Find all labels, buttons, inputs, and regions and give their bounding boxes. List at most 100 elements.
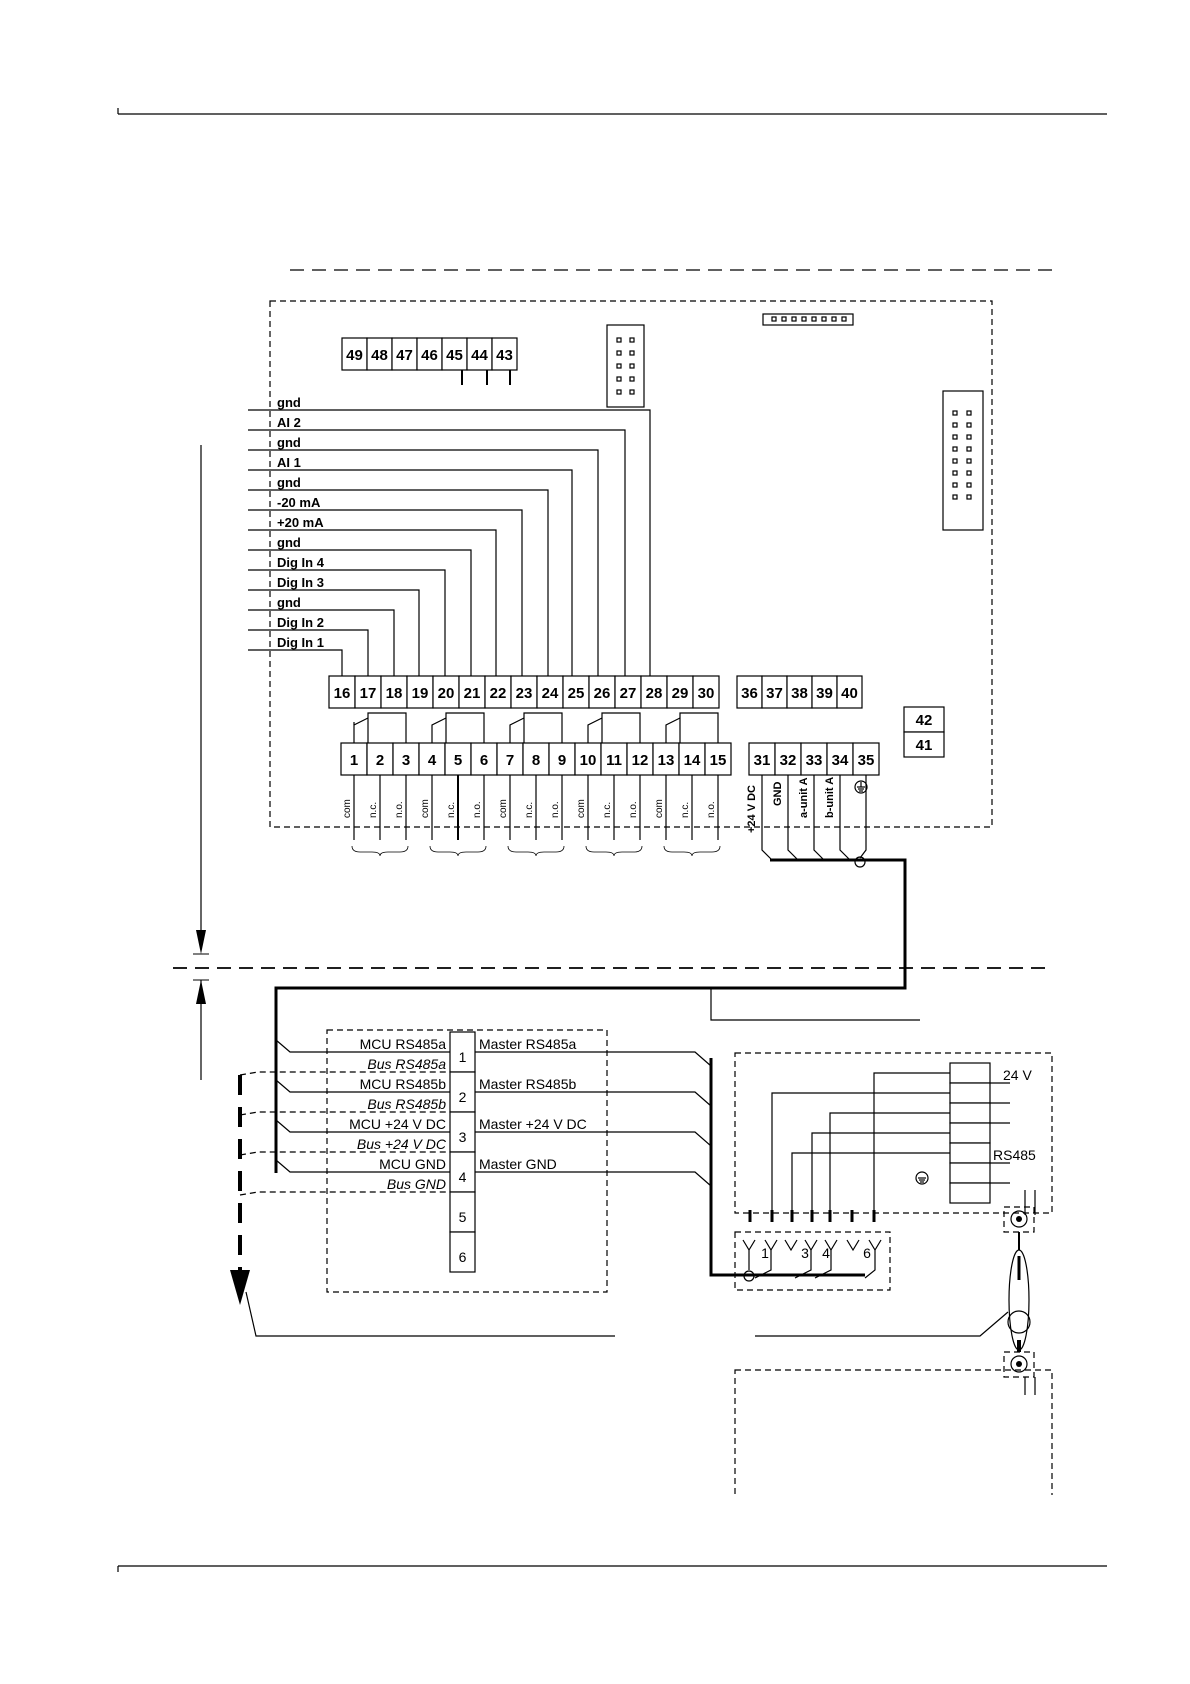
terminal-label: 37 <box>766 685 783 702</box>
terminal-block-side: 42 41 <box>903 706 945 758</box>
ground-icon <box>854 780 868 794</box>
connector-left-label: MCU RS485b <box>360 1076 447 1092</box>
pin-label: 4 <box>459 1169 467 1185</box>
connector-left-label: MCU +24 V DC <box>349 1116 446 1132</box>
terminal-label: 11 <box>606 752 622 769</box>
io-wires <box>248 409 651 676</box>
terminal-label: 1 <box>350 752 358 769</box>
module-label: 24 V <box>1003 1067 1032 1083</box>
ground-icon <box>915 1171 929 1185</box>
relay-label: n.o. <box>394 801 405 818</box>
cable-gland <box>1003 1206 1036 1395</box>
terminal-label: 10 <box>580 752 597 769</box>
bus-direction-arrow <box>230 1075 250 1305</box>
terminal-label: 38 <box>791 685 808 702</box>
io-label: Dig In 4 <box>277 555 325 570</box>
relay-label: com <box>420 799 431 818</box>
terminal-block-aux: 36 37 38 39 40 <box>736 675 863 709</box>
pin-label: 3 <box>459 1129 467 1145</box>
relay-label: n.o. <box>550 801 561 818</box>
terminal-label: 31 <box>754 752 771 769</box>
terminal-label: 29 <box>672 685 689 702</box>
relay-label: n.o. <box>628 801 639 818</box>
module-label: RS485 <box>993 1147 1036 1163</box>
terminal-label: 26 <box>594 685 611 702</box>
connector-left-label: Bus RS485a <box>367 1056 446 1072</box>
pin-header-large <box>942 390 984 531</box>
terminal-label: 46 <box>421 347 438 364</box>
terminal-label: 42 <box>916 712 933 729</box>
terminal-label: 48 <box>371 347 388 364</box>
io-label: AI 2 <box>277 415 301 430</box>
connector-right-label: Master GND <box>479 1156 557 1172</box>
terminal-label: 22 <box>490 685 507 702</box>
terminal-label: 24 <box>542 685 559 702</box>
relay-label: com <box>498 799 509 818</box>
terminal-label: 43 <box>496 347 513 364</box>
power-label: GND <box>772 782 784 807</box>
dimension-arrows <box>193 445 209 1080</box>
terminal-label: 35 <box>858 752 875 769</box>
terminal-label: 45 <box>446 347 463 364</box>
bus-connector-boundary <box>326 1029 608 1293</box>
connector-left-label: Bus GND <box>387 1176 446 1192</box>
io-label: gnd <box>277 435 301 450</box>
power-label: b-unit A <box>824 777 836 818</box>
relay-label: com <box>576 799 587 818</box>
leader-line <box>245 1291 615 1337</box>
terminal-label: 39 <box>816 685 833 702</box>
terminal-label: 36 <box>741 685 758 702</box>
pin-header-small <box>606 324 645 408</box>
relay-label: n.o. <box>706 801 717 818</box>
terminal-label: 44 <box>471 347 488 364</box>
terminal-label: 34 <box>832 752 849 769</box>
terminal-label: 19 <box>412 685 429 702</box>
terminal-label: 20 <box>438 685 455 702</box>
terminal-label: 47 <box>396 347 413 364</box>
terminal-label: 28 <box>646 685 663 702</box>
main-board-boundary <box>269 300 993 828</box>
plug-socket-pins: 1 3 4 6 <box>742 1239 882 1282</box>
module-cable <box>709 1058 865 1277</box>
terminal-label: 4 <box>428 752 437 769</box>
connector-left-label: MCU RS485a <box>360 1036 447 1052</box>
plug-socket-boundary <box>734 1231 891 1291</box>
terminal-label: 15 <box>710 752 727 769</box>
plug-pin-label: 1 <box>761 1245 769 1261</box>
terminal-label: 5 <box>454 752 462 769</box>
io-label: gnd <box>277 395 301 410</box>
terminal-label: 18 <box>386 685 403 702</box>
plug-pin-label: 3 <box>801 1245 809 1261</box>
relay-label: n.c. <box>680 802 691 818</box>
terminal-label: 41 <box>916 737 933 754</box>
terminal-label: 23 <box>516 685 533 702</box>
terminal-block-io: 16 17 18 19 20 21 22 23 24 25 26 27 28 2… <box>328 675 720 709</box>
right-module-boundary <box>734 1052 1053 1214</box>
terminal-block-top: 49 48 47 46 45 44 43 <box>341 337 518 385</box>
terminal-label: 2 <box>376 752 384 769</box>
plug-pin-label: 4 <box>822 1245 830 1261</box>
terminal-label: 12 <box>632 752 649 769</box>
terminal-label: 49 <box>346 347 363 364</box>
plug-pin-label: 6 <box>863 1245 871 1261</box>
module-plug <box>748 1210 876 1222</box>
bus-connector-right: Master RS485a Master RS485b Master +24 V… <box>475 1036 712 1187</box>
terminal-block-relay: 1 2 3 4 5 6 7 8 9 10 11 12 13 14 15 <box>340 742 732 776</box>
terminal-label: 13 <box>658 752 675 769</box>
terminal-label: 25 <box>568 685 585 702</box>
main-bus-cable <box>274 858 907 1173</box>
io-label: gnd <box>277 535 301 550</box>
relay-label: n.o. <box>472 801 483 818</box>
pin-label: 6 <box>459 1249 467 1265</box>
io-label: Dig In 3 <box>277 575 324 590</box>
relay-contacts <box>353 712 719 743</box>
terminal-label: 3 <box>402 752 410 769</box>
io-label: Dig In 2 <box>277 615 324 630</box>
io-label: Dig In 1 <box>277 635 324 650</box>
relay-label: n.c. <box>524 802 535 818</box>
io-label: +20 mA <box>277 515 324 530</box>
pin-label: 2 <box>459 1089 467 1105</box>
terminal-label: 27 <box>620 685 637 702</box>
power-label: a-unit A <box>798 777 810 818</box>
